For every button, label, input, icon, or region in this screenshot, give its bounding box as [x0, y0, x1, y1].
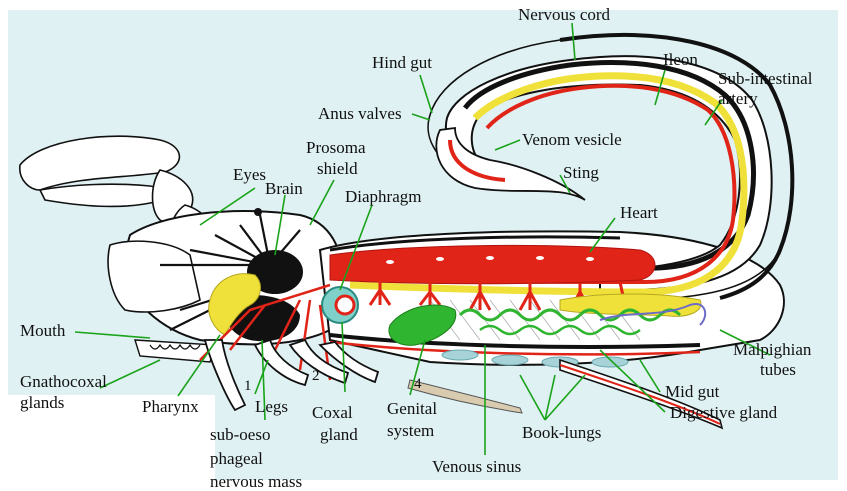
- label-diaphragm: Diaphragm: [345, 187, 421, 206]
- chelicera: [108, 241, 200, 312]
- leg-number-1: 1: [244, 378, 252, 394]
- coxal-gland-organ: [336, 296, 354, 314]
- leg-number-2: 2: [312, 368, 320, 384]
- heart-organ: [330, 245, 655, 283]
- label-malpighian-1: Malpighian: [733, 340, 812, 359]
- label-sub-oeso-3: nervous mass: [210, 472, 302, 491]
- label-malpighian-2: tubes: [760, 360, 796, 379]
- label-prosoma-2: shield: [317, 159, 358, 178]
- label-legs: Legs: [255, 397, 288, 416]
- label-prosoma-1: Prosoma: [306, 138, 366, 157]
- label-anus-valves: Anus valves: [318, 104, 402, 123]
- label-pharynx: Pharynx: [142, 397, 199, 416]
- label-coxal-2: gland: [320, 425, 358, 444]
- label-sub-oeso-2: phageal: [210, 449, 263, 468]
- leg-number-4: 4: [414, 376, 422, 392]
- label-venous-sinus: Venous sinus: [432, 457, 521, 476]
- label-sting: Sting: [563, 163, 599, 182]
- eye-dot: [254, 208, 262, 216]
- label-digestive-gland: Digestive gland: [670, 403, 778, 422]
- label-mid-gut: Mid gut: [665, 382, 720, 401]
- label-mouth: Mouth: [20, 321, 66, 340]
- label-coxal-1: Coxal: [312, 403, 353, 422]
- label-venom-vesicle: Venom vesicle: [522, 130, 622, 149]
- label-brain: Brain: [265, 179, 303, 198]
- label-book-lungs: Book-lungs: [522, 423, 601, 442]
- label-hind-gut: Hind gut: [372, 53, 432, 72]
- label-sub-intestinal-1: Sub-intestinal: [718, 69, 813, 88]
- label-genital-1: Genital: [387, 399, 437, 418]
- label-heart: Heart: [620, 203, 658, 222]
- label-sub-oeso-1: sub-oeso: [210, 425, 270, 444]
- label-sub-intestinal-2: artery: [718, 89, 758, 108]
- label-gnathocoxal-1: Gnathocoxal: [20, 372, 107, 391]
- label-gnathocoxal-2: glands: [20, 393, 64, 412]
- label-genital-2: system: [387, 421, 434, 440]
- label-eyes: Eyes: [233, 165, 266, 184]
- label-nervous-cord: Nervous cord: [518, 5, 611, 24]
- label-ileon: Ileon: [663, 50, 698, 69]
